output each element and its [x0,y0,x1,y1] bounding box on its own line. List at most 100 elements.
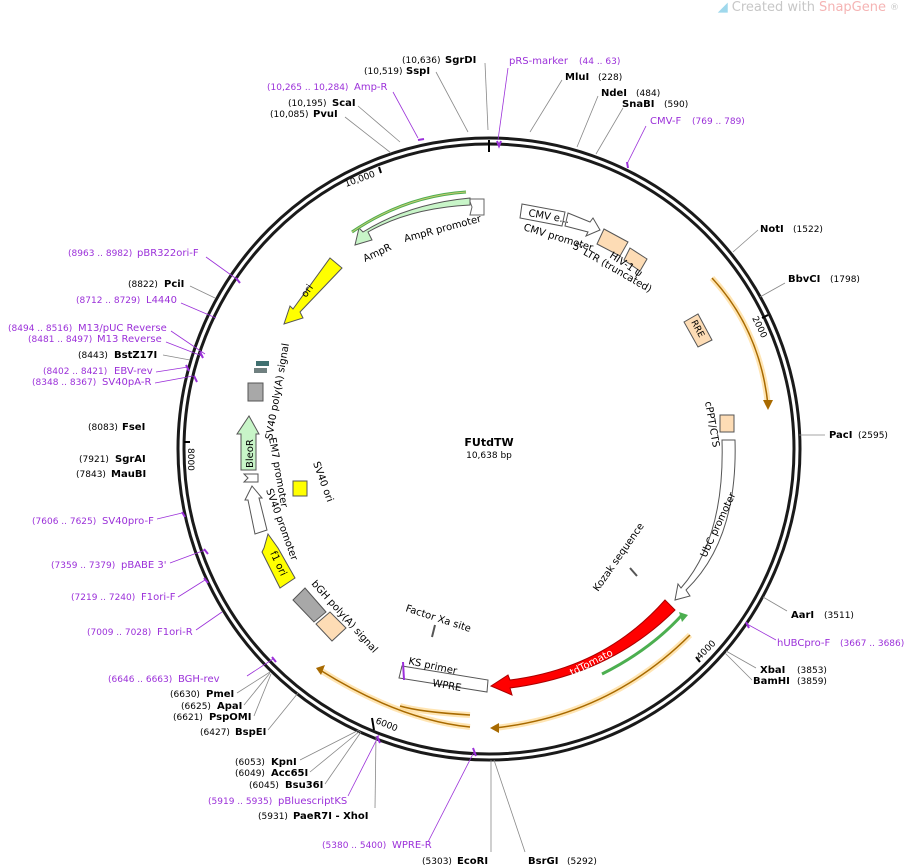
primer-pos: (8481 .. 8497) [28,335,92,345]
feature-wpre[interactable]: KS primer WPRE [398,656,489,694]
site-bsrgi[interactable]: BsrGI (5292) [493,759,597,867]
primer-pbr322ori-f[interactable]: (8963 .. 8982) pBR322ori-F [68,248,241,284]
site-pos: (2595) [858,431,888,441]
feature-label-factor-xa: Factor Xa site [404,603,472,634]
primer-wpre-r[interactable]: (5380 .. 5400) WPRE-R [322,747,477,851]
site-name: PacI [829,430,852,441]
site-sgrai[interactable]: (7921) SgrAI [79,454,146,465]
site-name: PmeI [206,689,234,700]
site-kpni[interactable]: (6053) KpnI [235,729,360,768]
site-pspomi[interactable]: (6621) PspOMI [173,673,272,723]
primer-cmv-f[interactable]: CMV-F (769 .. 789) [626,116,745,169]
primer-name: Amp-R [354,82,388,93]
site-name: SgrAI [115,454,146,465]
primer-name: pBluescriptKS [278,796,347,807]
primer-name: pBR322ori-F [137,248,199,259]
tick-label-4000: 4000 [695,639,718,662]
site-pos: (6427) [200,728,230,738]
site-apai[interactable]: (6625) ApaI [181,672,271,712]
primer-pos: (8712 .. 8729) [76,296,140,306]
primer-sv40pa-r[interactable]: (8348 .. 8367) SV40pA-R [32,375,198,388]
primer-pbabe3[interactable]: (7359 .. 7379) pBABE 3' [51,548,209,571]
site-name: Bsu36I [285,780,323,791]
site-sspi[interactable]: (10,519) SspI [364,66,469,133]
site-pmei[interactable]: (6630) PmeI [170,671,271,700]
primer-hubcpro-f[interactable]: hUBCpro-F (3667 .. 3686) [745,621,904,649]
site-name: PaeR7I - XhoI [293,811,369,822]
site-mlui[interactable]: MluI (228) [529,72,622,133]
primer-ebv-rev[interactable]: (8402 .. 8421) EBV-rev [43,364,190,377]
feature-ubc-promoter[interactable]: UbC promoter [674,439,739,601]
site-paci[interactable]: PacI (2595) [799,430,888,441]
plasmid-name: FUtdTW [464,436,513,449]
primer-name: F1ori-R [157,627,193,638]
primer-l4440[interactable]: (8712 .. 8729) L4440 [76,295,217,319]
site-bsu36i[interactable]: (6045) Bsu36I [249,731,362,791]
primer-pos: (7359 .. 7379) [51,561,115,571]
site-name: MauBI [111,469,146,480]
site-pcii[interactable]: (8822) PciI [128,279,216,299]
primer-m13-puc-reverse[interactable]: (8494 .. 8516) M13/pUC Reverse [8,323,206,355]
site-name: BstZ17I [114,350,157,361]
site-fsei[interactable]: (8083) FseI [88,422,145,433]
primer-pos: (8963 .. 8982) [68,249,132,259]
site-name: SnaBI [622,99,654,110]
site-snabi[interactable]: SnaBI (590) [595,99,688,155]
plasmid-size: 10,638 bp [466,451,512,461]
primer-pos: (769 .. 789) [692,117,745,127]
site-maubi[interactable]: (7843) MauBI [76,469,146,480]
watermark-brand: SnapGene [818,0,886,15]
primer-pos: (5380 .. 5400) [322,841,386,851]
site-aari[interactable]: AarI (3511) [762,596,854,621]
site-ndei[interactable]: NdeI (484) [576,88,660,148]
feature-sv40-ori[interactable]: SV40 ori [292,460,335,504]
feature-factor-xa[interactable]: Factor Xa site [404,603,472,638]
primer-sv40pro-f[interactable]: (7606 .. 7625) SV40pro-F [32,511,186,527]
site-pos: (8822) [128,280,158,290]
site-pos: (10,519) [364,67,403,77]
site-pos: (590) [664,100,688,110]
primer-f1ori-f[interactable]: (7219 .. 7240) F1ori-F [71,577,209,603]
primer-f1ori-r[interactable]: (7009 .. 7028) F1ori-R [87,611,223,638]
feature-label-ampr-promoter: AmpR promoter [403,213,483,244]
site-bstz17i[interactable]: (8443) BstZ17I [78,350,191,361]
feature-label-ampr: AmpR [362,242,394,265]
site-xbai[interactable]: XbaI (3853) [725,650,827,676]
feature-kozak[interactable]: Kozak sequence [591,521,646,593]
site-bspei[interactable]: (6427) BspEI [200,692,299,738]
site-bamhi[interactable]: BamHI (3859) [724,652,827,687]
site-pos: (7921) [79,455,109,465]
feature-f1ori[interactable]: f1 ori [261,532,296,589]
site-noti[interactable]: NotI (1522) [732,224,823,253]
site-scai[interactable]: (10,195) ScaI [288,98,401,143]
site-ecori[interactable]: (5303) EcoRI [422,760,492,867]
primer-name: L4440 [146,295,177,306]
feature-green-orf-arrowhead [679,612,688,622]
tick-label-8000: 8000 [185,448,195,471]
feature-bleor[interactable]: BleoR [236,415,260,471]
site-name: NotI [760,224,784,235]
site-acc65i[interactable]: (6049) Acc65I [235,730,361,779]
site-pos: (228) [598,73,622,83]
site-pos: (1522) [793,225,823,235]
primer-bgh-rev[interactable]: (6646 .. 6663) BGH-rev [108,656,277,685]
site-name: EcoRI [457,856,488,867]
orf-arcs [316,275,773,733]
feature-ori[interactable]: ori [283,257,343,325]
site-pos: (484) [636,89,660,99]
feature-label-sv40-ori: SV40 ori [310,460,335,503]
site-pos: (6049) [235,769,265,779]
primer-prs-marker[interactable]: pRS-marker (44 .. 63) [496,56,620,149]
primer-amp-r[interactable]: (10,265 .. 10,284) Amp-R [267,82,425,141]
feature-cmv[interactable]: CMV e... CMV promoter [519,203,601,254]
site-sgrdi[interactable]: (10,636) SgrDI [402,55,489,131]
site-pvui[interactable]: (10,085) PvuI [270,109,392,154]
site-xhoi[interactable]: (5931) PaeR7I - XhoI [258,735,377,822]
primer-pbluescriptks[interactable]: (5919 .. 5935) pBluescriptKS [208,734,381,807]
feature-rre[interactable]: RRE [683,313,713,348]
primer-name: F1ori-F [141,592,176,603]
feature-bgh[interactable]: bGH poly(A) signal [292,579,379,656]
site-bbvci[interactable]: BbvCI (1798) [759,274,860,298]
primer-m13-reverse[interactable]: (8481 .. 8497) M13 Reverse [28,334,204,359]
primer-name: hUBCpro-F [777,638,830,649]
